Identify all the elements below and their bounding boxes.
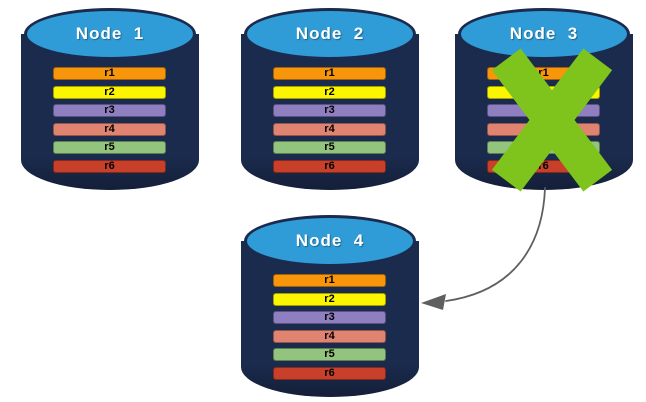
record-bar-r2: r2 [53, 85, 166, 99]
node1-title: Node 1 [75, 24, 145, 43]
record-bar-r1: r1 [273, 67, 386, 80]
node2-cylinder-top: Node 2 [244, 8, 416, 60]
replication-arrow-head [421, 294, 446, 310]
record-bar-r6: r6 [273, 366, 386, 380]
record-bar-r3: r3 [273, 311, 386, 324]
node1-cylinder: Node 1 r1 r2 r3 r4 r5 r6 [21, 8, 199, 190]
node4-cylinder: Node 4 r1 r2 r3 r4 r5 r6 [241, 215, 419, 397]
record-bar-r6: r6 [273, 159, 386, 173]
record-bar-r1: r1 [53, 67, 166, 80]
node4-cylinder-top: Node 4 [244, 215, 416, 267]
node2-record-list: r1 r2 r3 r4 r5 r6 [273, 67, 386, 173]
node1-record-list: r1 r2 r3 r4 r5 r6 [53, 67, 166, 173]
record-bar-r4: r4 [273, 122, 386, 136]
record-bar-r5: r5 [273, 141, 386, 154]
record-bar-r3: r3 [273, 104, 386, 117]
record-bar-r4: r4 [53, 122, 166, 136]
node1-cylinder-top: Node 1 [24, 8, 196, 60]
node3-cylinder: Node 3 r1 r2 r3 r4 r5 r6 [455, 8, 633, 192]
record-bar-r2: r2 [273, 292, 386, 306]
node2-title: Node 2 [295, 24, 365, 43]
node2-cylinder: Node 2 r1 r2 r3 r4 r5 r6 [241, 8, 419, 190]
node3-title: Node 3 [509, 24, 579, 43]
node3-cylinder-top: Node 3 [458, 8, 630, 60]
record-bar-r2: r2 [273, 85, 386, 99]
record-bar-r1: r1 [273, 274, 386, 287]
node4-title: Node 4 [295, 231, 365, 250]
record-bar-r4: r4 [273, 329, 386, 343]
record-bar-r5: r5 [53, 141, 166, 154]
node4-record-list: r1 r2 r3 r4 r5 r6 [273, 274, 386, 380]
replication-arrow-line [445, 187, 546, 302]
record-bar-r5: r5 [273, 348, 386, 361]
record-bar-r6: r6 [53, 159, 166, 173]
record-bar-r3: r3 [53, 104, 166, 117]
failure-cross-icon [491, 45, 613, 195]
